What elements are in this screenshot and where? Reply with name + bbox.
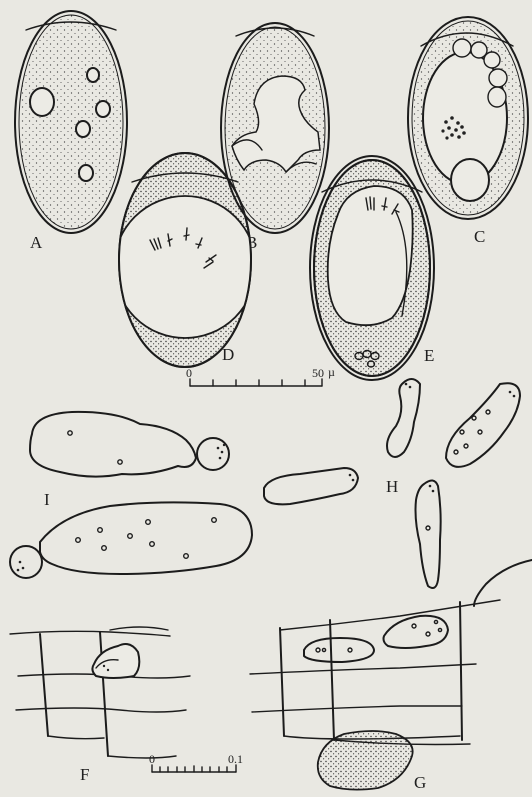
scale-bar-upper: 0 50 µ (186, 365, 335, 386)
label-d: D (222, 345, 234, 364)
label-e: E (424, 346, 434, 365)
section-f (10, 627, 190, 758)
label-f: F (80, 765, 89, 784)
cell-e (310, 155, 434, 385)
label-c: C (474, 227, 485, 246)
scale-upper-end: 50 (312, 366, 324, 380)
label-h: H (386, 477, 398, 496)
label-g: G (414, 773, 426, 792)
section-g (250, 560, 532, 790)
scale-upper-unit: µ (328, 365, 335, 379)
scale-lower-start: 0 (149, 752, 155, 766)
cell-c (408, 17, 528, 219)
scale-bar-lower: 0 0.1 (149, 752, 243, 772)
cell-a (15, 11, 127, 233)
scale-lower-end: 0.1 (228, 752, 243, 766)
label-a: A (30, 233, 43, 252)
scale-upper-start: 0 (186, 366, 192, 380)
label-i: I (44, 490, 50, 509)
